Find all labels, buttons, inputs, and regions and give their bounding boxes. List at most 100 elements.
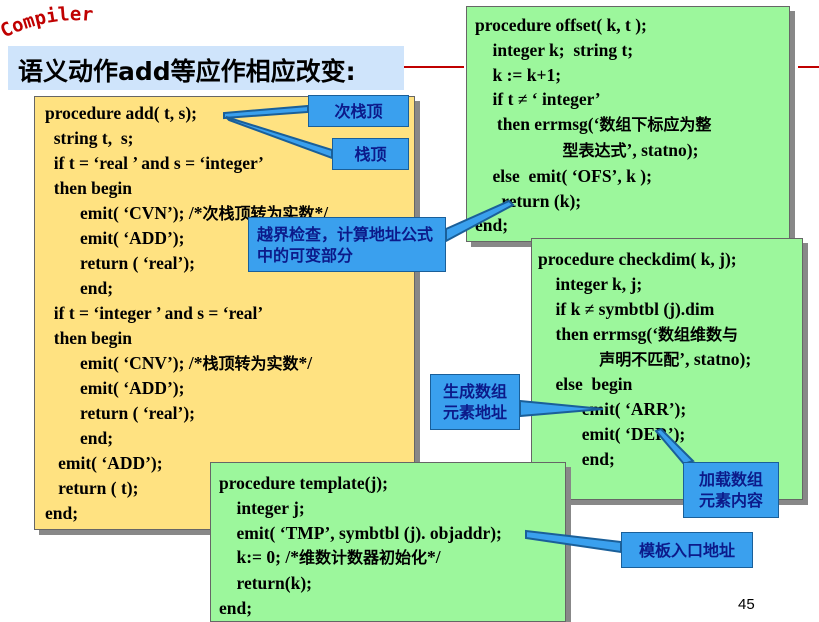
checkdim-procedure-box: procedure checkdim( k, j); integer k, j;… [531,238,803,500]
code-text: if k ≠ symbtbl (j).dim [538,299,715,319]
code-line: else emit( ‘OFS’, k ); [475,164,789,189]
code-text: string t, s; [45,128,134,148]
code-text: procedure add( t, s); [45,103,197,123]
code-text: end; [45,503,79,523]
code-line: then begin [45,326,414,351]
offset-procedure-code: procedure offset( k, t ); integer k; str… [467,7,789,238]
code-comment-text: 声明不匹配 [599,350,680,369]
code-text: k:= 0; /* [219,547,299,568]
code-line: return ( ‘real’); [45,251,414,276]
code-line: emit( ‘ADD’); [45,451,414,476]
code-text: if t = ‘real ’ and s = ‘integer’ [45,153,264,173]
add-procedure-code: procedure add( t, s); string t, s; if t … [35,97,414,526]
code-line: emit( ‘ADD’); [45,226,414,251]
connector-load-content [654,427,695,466]
code-line: emit( ‘TMP’, symbtbl (j). objaddr); [219,521,565,546]
title-rule-right [798,66,819,68]
code-text: return ( t); [45,478,139,498]
code-comment-text: 型表达式 [562,140,627,160]
code-text: integer k; string t; [475,39,634,60]
code-text: return ( ‘real’); [45,253,195,273]
connector-gen-addr [519,399,604,418]
code-text: emit( ‘ADD’); [45,453,163,473]
template-procedure-box: procedure template(j); integer j; emit( … [210,462,566,622]
code-text: else begin [538,374,633,394]
code-line: then begin [45,176,414,201]
code-text: k := k+1; [475,64,562,85]
title-rule [404,66,464,68]
code-line: end; [45,276,414,301]
code-comment-text: 维数计数器初始化 [298,548,427,568]
code-text: procedure offset( k, t ); [475,15,647,35]
code-line: emit( ‘CNV’); /*栈顶转为实数*/ [45,351,414,376]
code-comment-text: 栈顶转为实数 [202,354,299,373]
code-text: if t = ‘integer ’ and s = ‘real’ [45,303,264,323]
code-text: */ [298,353,313,373]
code-text: then begin [45,328,133,348]
code-comment-text: 数组维数与 [658,325,739,344]
checkdim-procedure-code: procedure checkdim( k, j); integer k, j;… [532,239,802,497]
code-line: procedure template(j); [219,471,565,496]
compiler-logo: Compiler [0,3,94,42]
connector-template-entry [525,529,622,554]
code-line: integer k; string t; [475,38,789,63]
callout-gen-addr: 生成数组元素地址 [430,374,520,430]
code-text: procedure checkdim( k, j); [538,249,737,269]
callout-load-content: 加载数组元素内容 [683,462,779,518]
code-line: 声明不匹配’, statno); [538,347,802,372]
code-comment-text: 数组下标应为整 [599,115,712,135]
code-line: 型表达式’, statno); [475,138,789,164]
code-text: ’, statno); [679,349,752,369]
code-text: end; [45,428,114,448]
code-line: procedure checkdim( k, j); [538,247,802,272]
code-text: emit( ‘TMP’, symbtbl (j). objaddr); [219,522,502,543]
code-line: end; [45,501,414,526]
code-line: return ( t); [45,476,414,501]
code-line: integer j; [219,496,565,521]
code-text: emit( ‘ADD’); [45,228,185,248]
code-text: end; [45,278,114,298]
code-line: procedure offset( k, t ); [475,13,789,38]
code-line: if k ≠ symbtbl (j).dim [538,297,802,322]
code-line: procedure add( t, s); [45,101,414,126]
page-number: 45 [738,596,755,613]
code-text: emit( ‘CVN’); /* [45,203,203,223]
connector-bounds-check [445,199,515,243]
code-line: integer k, j; [538,272,802,297]
callout-second-top: 次栈顶 [308,95,409,127]
code-text: if t ≠ ‘ integer’ [475,89,601,110]
code-line: then errmsg(‘数组下标应为整 [475,112,789,138]
code-line: k := k+1; [475,63,789,88]
callout-bounds-check: 越界检查，计算地址公式中的可变部分 [248,217,446,272]
code-line: else begin [538,372,802,397]
callout-template-entry: 模板入口地址 [621,532,753,568]
code-text: integer j; [219,497,305,518]
code-text: integer k, j; [538,274,643,294]
offset-procedure-box: procedure offset( k, t ); integer k; str… [466,6,790,242]
callout-stack-top: 栈顶 [332,138,409,170]
code-text: else emit( ‘OFS’, k ); [475,165,652,186]
code-text: ’, statno); [626,139,699,160]
code-text: procedure template(j); [219,473,388,493]
code-text: end; [538,449,615,469]
code-line: if t = ‘integer ’ and s = ‘real’ [45,301,414,326]
code-text: return(k); [219,573,313,594]
template-procedure-code: procedure template(j); integer j; emit( … [211,463,565,621]
code-text: emit( ‘ADD’); [45,378,185,398]
code-line: end; [219,596,565,621]
code-text: then begin [45,178,133,198]
code-line: return(k); [219,571,565,596]
code-text: then errmsg(‘ [475,114,600,135]
code-line: return ( ‘real’); [45,401,414,426]
code-text: return ( ‘real’); [45,403,195,423]
code-line: if t = ‘real ’ and s = ‘integer’ [45,151,414,176]
code-text: then errmsg(‘ [538,324,659,344]
code-line: end; [45,426,414,451]
code-line: if t ≠ ‘ integer’ [475,87,789,112]
title-background [8,46,404,90]
code-text: */ [427,547,441,568]
code-line: k:= 0; /*维数计数器初始化*/ [219,545,565,571]
code-line: emit( ‘ADD’); [45,376,414,401]
connector-second-top [223,104,309,120]
